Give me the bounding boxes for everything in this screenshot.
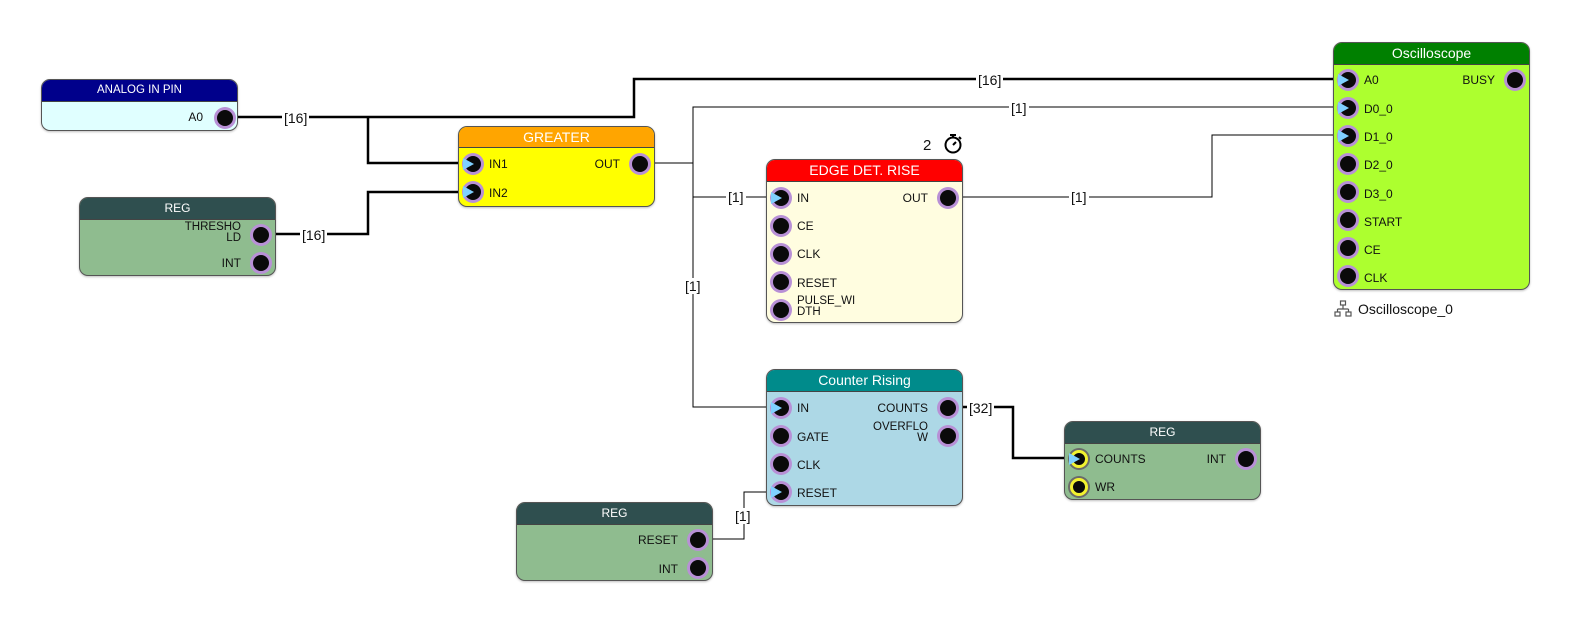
wire-greater-out-to-counter-in [692,197,770,408]
greater-block[interactable]: GREATER IN1 IN2 OUT [458,126,655,207]
output-port-counts[interactable] [937,397,959,419]
port-label-a0: A0 [1364,73,1379,87]
port-label-out: OUT [902,191,928,205]
wire-label: [32] [967,400,995,416]
port-label-d0: D0_0 [1364,102,1393,116]
port-label-in: IN [797,401,809,415]
port-label-gate: GATE [797,430,829,444]
input-port-clk[interactable] [770,453,792,475]
output-port-out[interactable] [937,187,959,209]
input-port-clk[interactable] [1337,265,1359,287]
output-port-int[interactable] [1235,448,1257,470]
instance-name: Oscilloscope_0 [1358,301,1453,317]
block-title: Counter Rising [767,370,962,392]
input-arrow-icon [463,186,474,198]
port-label-d2: D2_0 [1364,158,1393,172]
wire-label: [1] [1069,189,1089,205]
port-label-int: INT [221,256,241,270]
port-label-start: START [1364,215,1403,229]
port-label-int: INT [1206,452,1226,466]
input-arrow-icon [771,192,782,204]
input-arrow-icon [463,158,474,170]
wire-label: [16] [300,227,328,243]
counter-rising-block[interactable]: Counter Rising IN GATE CLK RESET COUNTS … [766,369,963,506]
input-port-d2[interactable] [1337,153,1359,175]
output-port-int[interactable] [250,252,272,274]
block-title: Oscilloscope [1334,43,1529,65]
block-title: GREATER [459,127,654,148]
input-port-d3[interactable] [1337,181,1359,203]
port-label-int: INT [658,562,678,576]
wire-analog-to-greater-in1 [366,117,462,165]
input-port-ce[interactable] [770,215,792,237]
wire-edge-out-to-osc-d1 [950,134,1338,198]
port-label-clk: CLK [797,458,821,472]
block-title: REG [80,198,275,220]
output-port-int[interactable] [687,557,709,579]
output-port-out[interactable] [629,153,651,175]
input-port-reset[interactable] [770,271,792,293]
analog-in-pin-block[interactable]: ANALOG IN PIN A0 [41,79,238,131]
output-port-overflow[interactable] [937,425,959,447]
wire-analog-to-osc-a0 [225,77,1338,119]
clock-count: 2 [923,137,932,154]
output-port-a0[interactable] [214,107,236,129]
port-label-busy: BUSY [1462,73,1495,87]
port-label-d1: D1_0 [1364,130,1393,144]
input-port-pulse-width[interactable] [770,299,792,321]
network-icon [1334,300,1352,317]
input-arrow-icon [771,402,782,414]
block-title: REG [1065,422,1260,444]
port-label-counts: COUNTS [877,401,928,415]
input-port-gate[interactable] [770,425,792,447]
port-label-reset: RESET [797,486,838,500]
port-label-in2: IN2 [489,186,508,200]
wire-label: [16] [282,110,310,126]
wire-threshold-to-greater-in2 [262,190,462,236]
output-port-busy[interactable] [1504,69,1526,91]
block-title: REG [517,503,712,525]
input-port-wr[interactable] [1068,476,1090,498]
input-arrow-icon [1069,453,1080,465]
output-port-reset[interactable] [687,529,709,551]
port-label-reset: RESET [637,533,678,547]
input-arrow-icon [771,486,782,498]
port-label-d3: D3_0 [1364,187,1393,201]
port-label-ce: CE [1364,243,1381,257]
stopwatch-icon [944,134,962,154]
block-title: ANALOG IN PIN [42,80,237,102]
input-port-ce[interactable] [1337,237,1359,259]
port-label-clk: CLK [1364,271,1388,285]
port-label-wr: WR [1095,480,1115,494]
wire-label: [1] [733,508,753,524]
port-label-in1: IN1 [489,157,508,171]
reg-counts-block[interactable]: REG COUNTS WR INT [1064,421,1261,500]
input-arrow-icon [1338,102,1349,114]
port-label-reset: RESET [797,276,838,290]
input-port-start[interactable] [1337,209,1359,231]
port-label-in: IN [797,191,809,205]
wire-label: [16] [976,72,1004,88]
port-label-out: OUT [594,157,620,171]
input-port-clk[interactable] [770,243,792,265]
wire-label: [1] [683,278,703,294]
oscilloscope-block[interactable]: Oscilloscope A0 D0_0 D1_0 D2_0 D3_0 STAR… [1333,42,1530,290]
port-label-a0: A0 [188,110,203,124]
wire-label: [1] [1009,100,1029,116]
input-arrow-icon [1338,130,1349,142]
port-label-ce: CE [797,219,814,233]
block-title: EDGE DET. RISE [767,160,962,182]
input-arrow-icon [1338,74,1349,86]
port-label-counts: COUNTS [1095,452,1146,466]
wire-label: [1] [726,189,746,205]
reg-reset-block[interactable]: REG RESET INT [516,502,713,581]
output-port-threshold[interactable] [250,224,272,246]
port-label-clk: CLK [797,247,821,261]
